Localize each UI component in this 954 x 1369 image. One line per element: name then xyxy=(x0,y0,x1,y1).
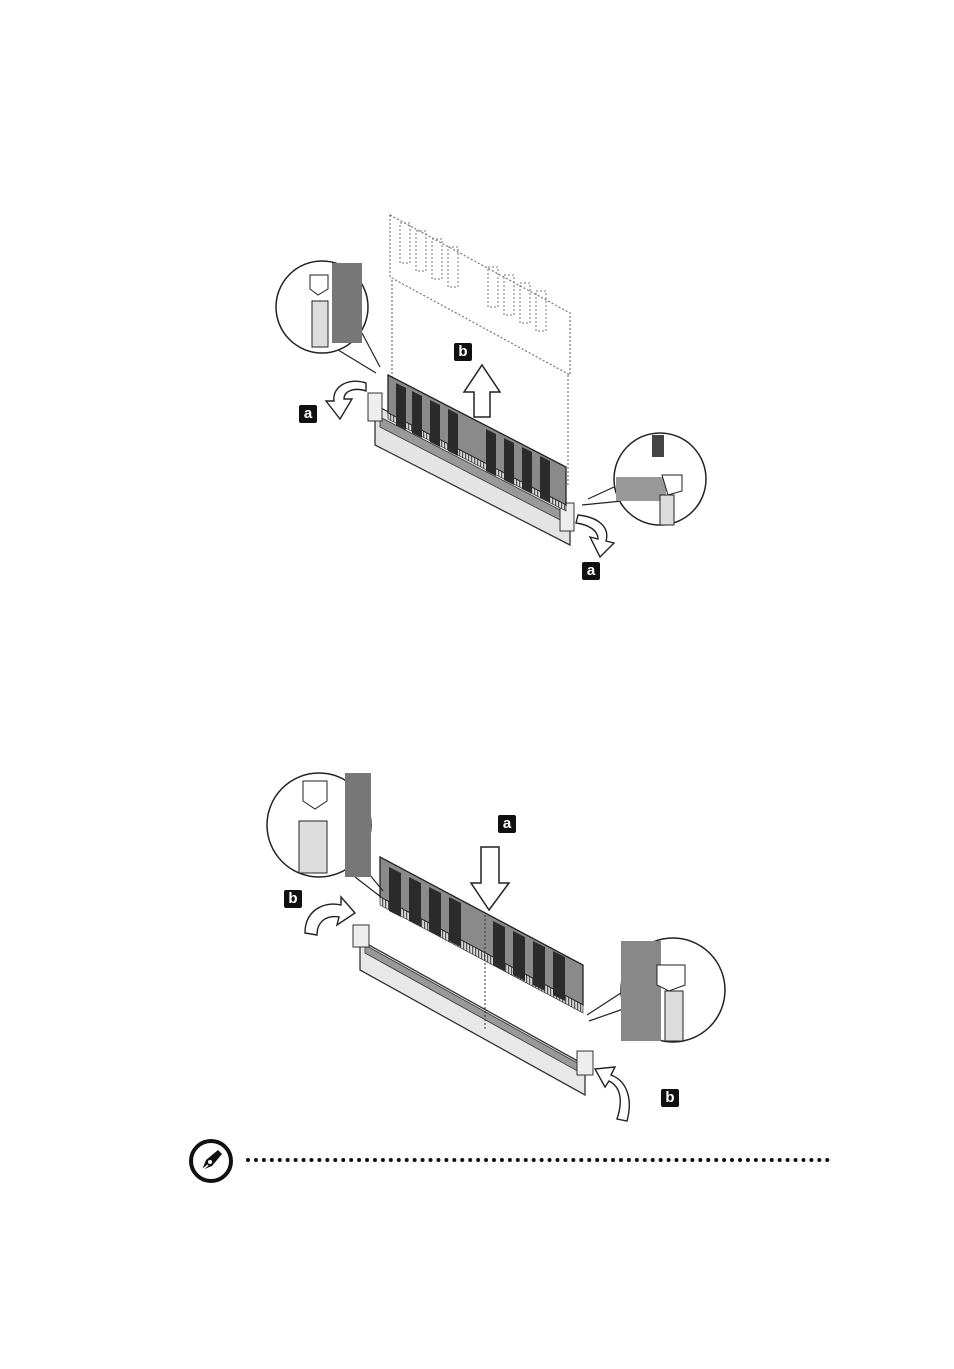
callout-b: b xyxy=(284,890,302,908)
callout-b: b xyxy=(454,343,472,361)
callout-a: a xyxy=(582,562,600,580)
arrow-down-icon xyxy=(471,847,509,910)
callout-a: a xyxy=(498,815,516,833)
curved-arrow-left-icon xyxy=(305,897,355,935)
arrow-up-icon xyxy=(464,365,500,417)
detail-magnifier-right xyxy=(582,433,706,525)
detail-magnifier-right xyxy=(587,938,725,1042)
curved-arrow-left-icon xyxy=(326,381,366,419)
detail-magnifier-left xyxy=(276,261,380,373)
curved-arrow-right-icon xyxy=(576,515,614,557)
note-pen-icon xyxy=(188,1138,234,1184)
detail-magnifier-left xyxy=(267,773,383,897)
figure-memory-removal xyxy=(270,205,720,595)
callout-a: a xyxy=(299,405,317,423)
dotted-separator xyxy=(246,1158,830,1162)
curved-arrow-right-icon xyxy=(595,1067,629,1121)
note-block xyxy=(188,1138,833,1184)
callout-b: b xyxy=(661,1089,679,1107)
